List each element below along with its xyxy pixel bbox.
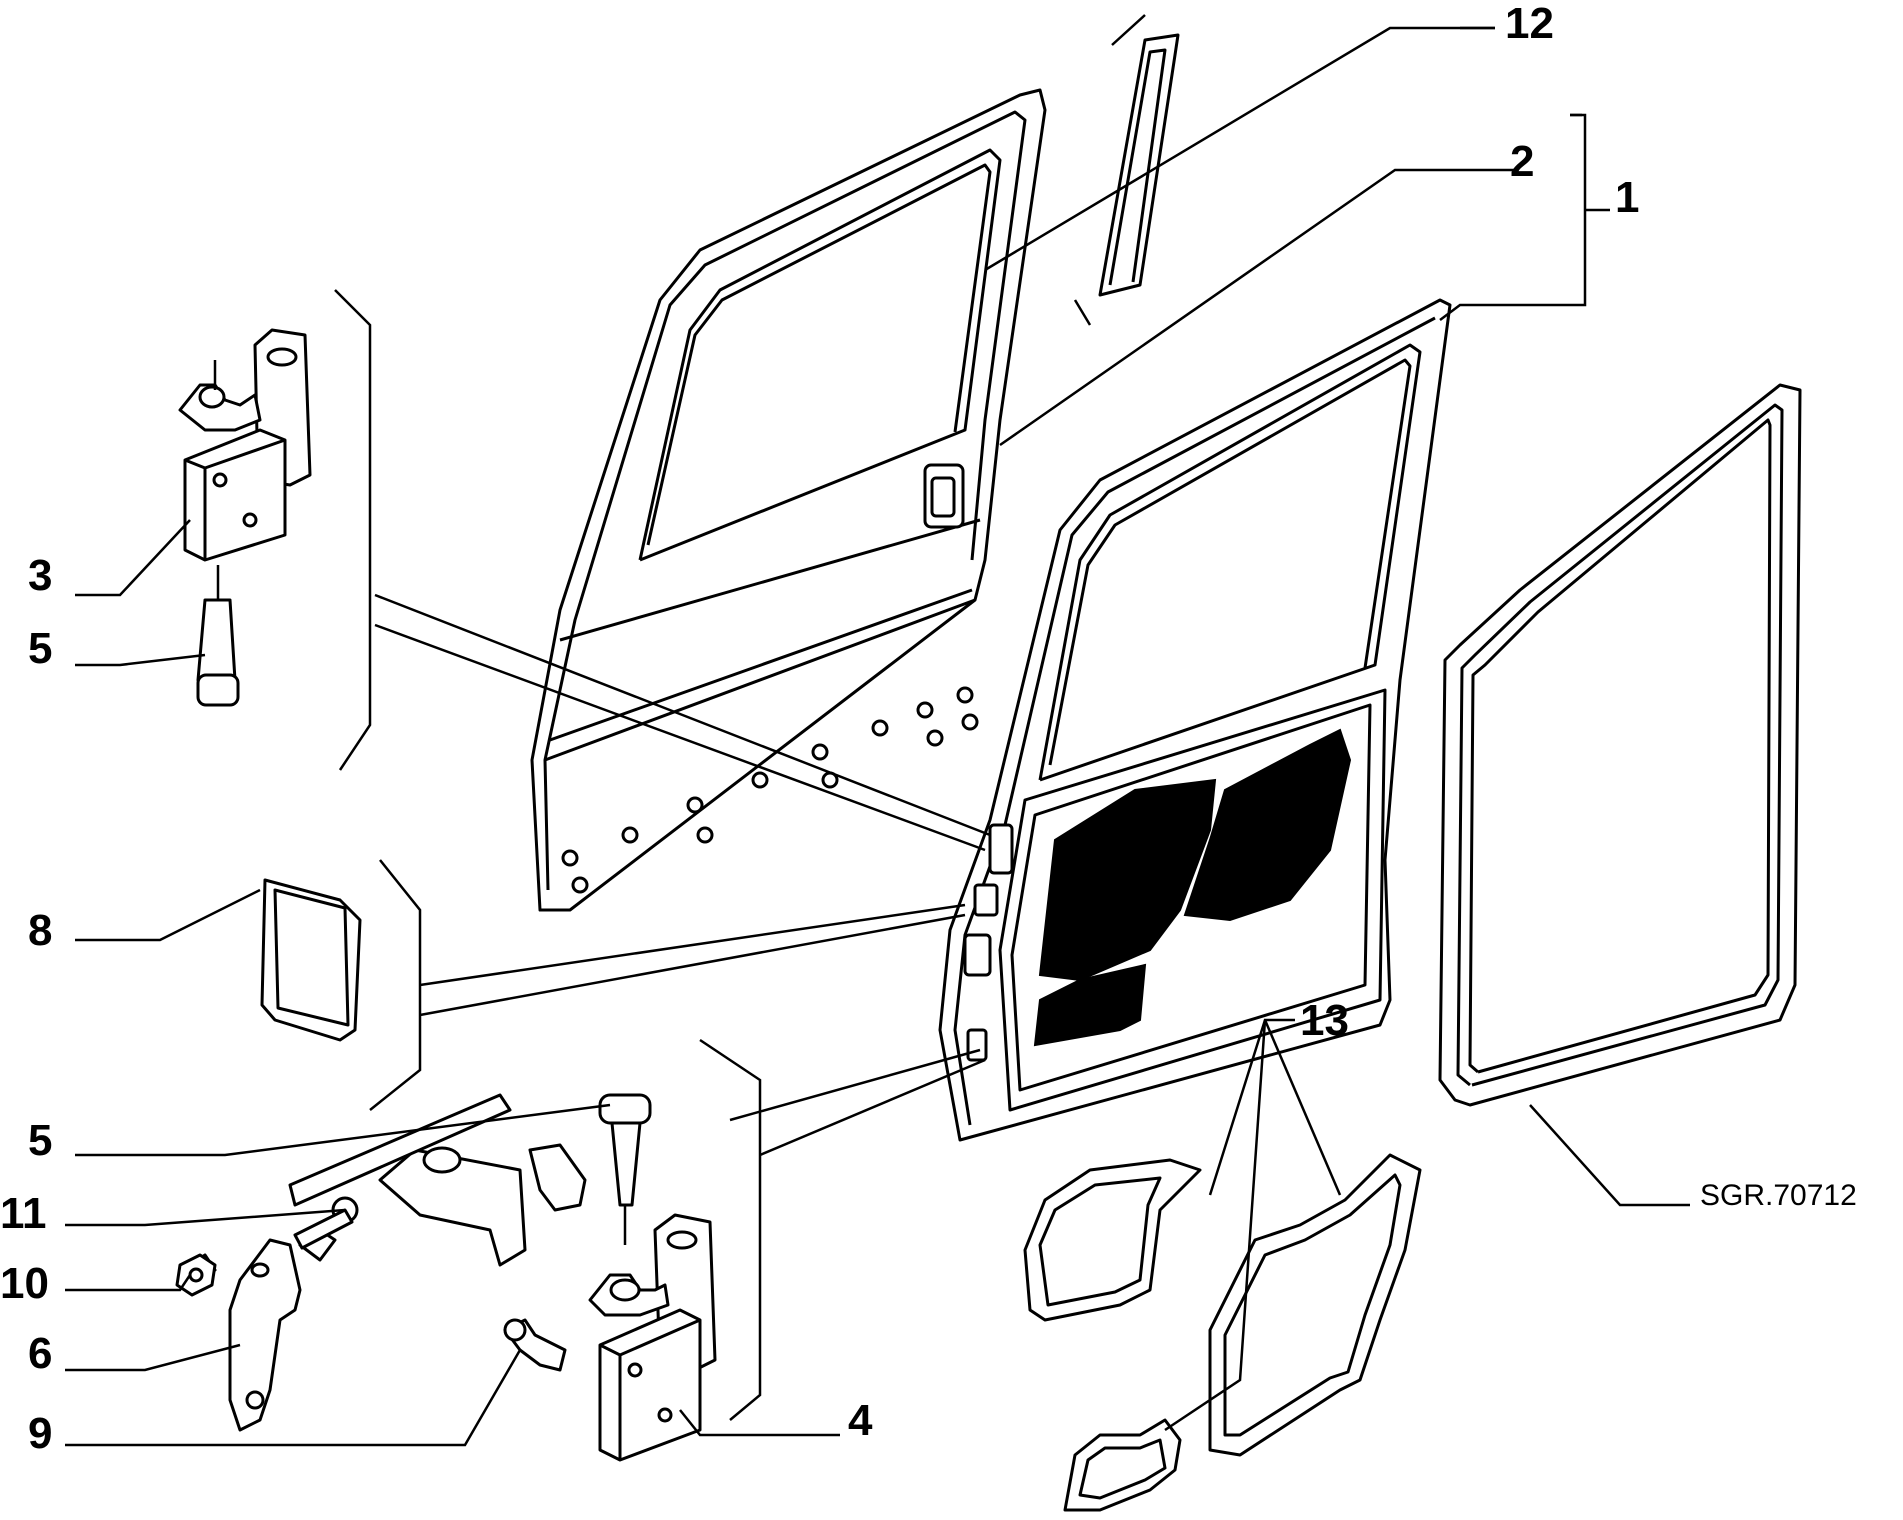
plug-cover: [260, 878, 362, 1042]
lower-hinge: [588, 1093, 717, 1462]
window-trim-strip: [1073, 14, 1180, 326]
fasteners: [175, 1196, 567, 1372]
door-check-strap: [188, 1093, 587, 1432]
door-seal: [1438, 383, 1802, 1107]
callout-1: 1: [1615, 173, 1639, 222]
callout-2: 2: [1510, 137, 1534, 186]
callout-5-upper: 5: [28, 624, 52, 673]
callout-8: 8: [28, 906, 52, 955]
drawing-reference: SGR.70712: [1700, 1179, 1857, 1212]
door-holes: [561, 686, 979, 894]
group-brackets: [334, 113, 1610, 1421]
callout-11: 11: [0, 1189, 47, 1238]
callout-13: 13: [1300, 996, 1349, 1045]
callout-5-lower: 5: [28, 1116, 52, 1165]
callout-labels: 12 2 1 3 5 8 5 11 10 6 9 4 13 SGR.70712: [0, 0, 1857, 1458]
callout-6: 6: [28, 1329, 52, 1378]
leader-lines: [65, 26, 1690, 1447]
upper-hinge: [178, 328, 312, 707]
callout-9: 9: [28, 1409, 52, 1458]
door-shell-outline: [530, 88, 1047, 912]
callout-10: 10: [0, 1259, 49, 1308]
sealing-sheets: [1023, 1153, 1422, 1512]
callout-12: 12: [1505, 0, 1554, 48]
door-frame-inner: [938, 298, 1452, 1142]
callout-3: 3: [28, 551, 52, 600]
callout-4: 4: [848, 1396, 873, 1445]
